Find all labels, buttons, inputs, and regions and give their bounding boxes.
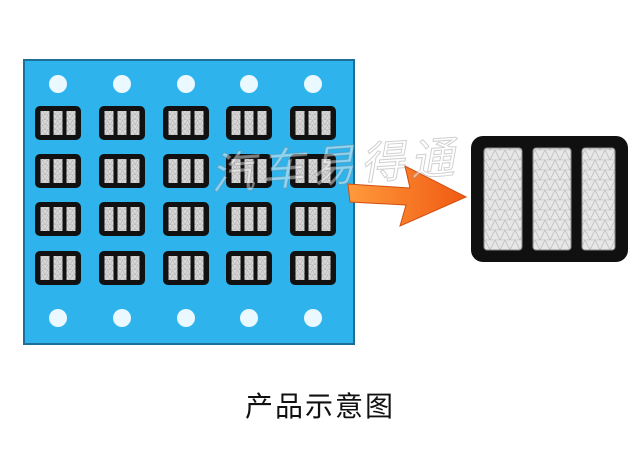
cell-strip bbox=[244, 111, 254, 135]
mounting-hole bbox=[304, 309, 322, 327]
cell-strip bbox=[53, 111, 63, 135]
cell-unit bbox=[226, 154, 272, 188]
cell-unit bbox=[290, 251, 336, 285]
enlarged-strip-right bbox=[581, 147, 616, 251]
cell-strip bbox=[168, 111, 178, 135]
cell-grid bbox=[35, 106, 336, 285]
cell-strip bbox=[117, 159, 127, 183]
cell-unit bbox=[163, 251, 209, 285]
cell-unit bbox=[35, 154, 81, 188]
cell-unit bbox=[99, 106, 145, 140]
cell-unit bbox=[290, 154, 336, 188]
mounting-hole bbox=[304, 75, 322, 93]
cell-strip bbox=[244, 256, 254, 280]
cell-unit bbox=[163, 106, 209, 140]
cell-strip bbox=[308, 159, 318, 183]
cell-strip bbox=[295, 159, 305, 183]
cell-unit bbox=[226, 251, 272, 285]
cell-strip bbox=[130, 159, 140, 183]
cell-strip bbox=[231, 159, 241, 183]
cell-strip bbox=[104, 207, 114, 231]
cell-strip bbox=[194, 207, 204, 231]
cell-strip bbox=[104, 256, 114, 280]
cell-strip bbox=[130, 256, 140, 280]
cell-strip bbox=[66, 256, 76, 280]
cell-strip bbox=[104, 159, 114, 183]
cell-unit bbox=[35, 251, 81, 285]
cell-unit bbox=[163, 202, 209, 236]
cell-strip bbox=[257, 159, 267, 183]
cell-strip bbox=[231, 207, 241, 231]
cell-strip bbox=[181, 207, 191, 231]
mounting-holes bbox=[49, 75, 322, 327]
cell-strip bbox=[130, 207, 140, 231]
cell-unit bbox=[99, 251, 145, 285]
cell-strip bbox=[308, 111, 318, 135]
cell-strip bbox=[321, 207, 331, 231]
diagram-caption: 产品示意图 bbox=[244, 390, 395, 423]
cell-strip bbox=[321, 256, 331, 280]
cell-strip bbox=[194, 159, 204, 183]
cell-strip bbox=[66, 111, 76, 135]
cell-unit bbox=[99, 154, 145, 188]
cell-strip bbox=[295, 111, 305, 135]
cell-unit bbox=[35, 202, 81, 236]
mounting-hole bbox=[113, 309, 131, 327]
mounting-hole bbox=[177, 75, 195, 93]
cell-strip bbox=[40, 111, 50, 135]
cell-strip bbox=[257, 111, 267, 135]
cell-unit bbox=[290, 202, 336, 236]
cell-unit bbox=[163, 154, 209, 188]
cell-strip bbox=[168, 207, 178, 231]
cell-strip bbox=[257, 256, 267, 280]
cell-strip bbox=[244, 159, 254, 183]
cell-strip bbox=[181, 256, 191, 280]
cell-unit bbox=[290, 106, 336, 140]
cell-strip bbox=[104, 111, 114, 135]
cell-strip bbox=[257, 207, 267, 231]
cell-unit bbox=[99, 202, 145, 236]
cell-strip bbox=[53, 207, 63, 231]
cell-strip bbox=[244, 207, 254, 231]
cell-strip bbox=[295, 207, 305, 231]
cell-strip bbox=[194, 256, 204, 280]
cell-strip bbox=[117, 207, 127, 231]
cell-strip bbox=[130, 111, 140, 135]
cell-unit bbox=[35, 106, 81, 140]
cell-strip bbox=[308, 207, 318, 231]
mounting-hole bbox=[240, 309, 258, 327]
cell-strip bbox=[181, 111, 191, 135]
mounting-hole bbox=[113, 75, 131, 93]
cell-strip bbox=[53, 256, 63, 280]
cell-strip bbox=[40, 256, 50, 280]
cell-strip bbox=[321, 111, 331, 135]
enlarged-strip-left bbox=[483, 147, 523, 251]
cell-strip bbox=[40, 159, 50, 183]
cell-strip bbox=[53, 159, 63, 183]
mounting-hole bbox=[240, 75, 258, 93]
cell-strip bbox=[66, 207, 76, 231]
cell-strip bbox=[308, 256, 318, 280]
cell-strip bbox=[168, 256, 178, 280]
cell-unit bbox=[226, 202, 272, 236]
enlarged-strip-middle bbox=[532, 147, 572, 251]
arrow-icon bbox=[347, 165, 468, 227]
cell-strip bbox=[117, 256, 127, 280]
mounting-hole bbox=[177, 309, 195, 327]
cell-strip bbox=[321, 159, 331, 183]
cell-strip bbox=[117, 111, 127, 135]
cell-strip bbox=[231, 256, 241, 280]
enlarged-cell-detail bbox=[471, 136, 628, 262]
cell-strip bbox=[168, 159, 178, 183]
cell-unit bbox=[226, 106, 272, 140]
cell-strip bbox=[231, 111, 241, 135]
cell-strip bbox=[40, 207, 50, 231]
mounting-hole bbox=[49, 309, 67, 327]
mounting-hole bbox=[49, 75, 67, 93]
cell-strip bbox=[66, 159, 76, 183]
cell-strip bbox=[295, 256, 305, 280]
cell-strip bbox=[181, 159, 191, 183]
cell-strip bbox=[194, 111, 204, 135]
